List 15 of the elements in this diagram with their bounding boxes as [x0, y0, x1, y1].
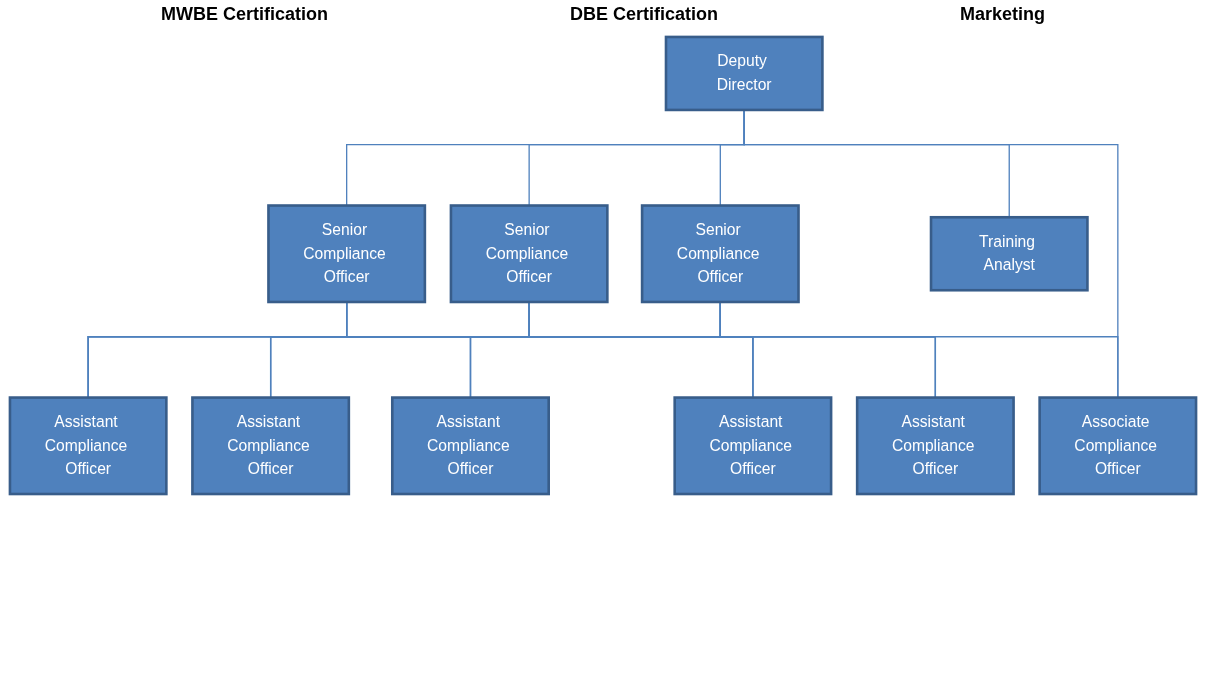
- node-box: Associate Compliance Officer: [1038, 396, 1198, 496]
- section-heading: Marketing: [959, 4, 1045, 26]
- node-box: Assistant Compliance Officer: [855, 396, 1015, 496]
- node-box: Senior Compliance Officer: [640, 204, 800, 304]
- node-box: Assistant Compliance Officer: [8, 396, 168, 496]
- node-box: Senior Compliance Officer: [267, 204, 427, 304]
- section-heading: DBE Certification: [569, 4, 718, 26]
- connector: [743, 109, 1010, 218]
- node-box: Assistant Compliance Officer: [390, 396, 550, 496]
- node-box: Senior Compliance Officer: [449, 204, 609, 304]
- section-heading: MWBE Certification: [161, 4, 328, 26]
- node-box: Deputy Director: [664, 35, 824, 112]
- node-box: Assistant Compliance Officer: [673, 396, 833, 496]
- node-box: Assistant Compliance Officer: [191, 396, 351, 496]
- node-box: Training Analyst: [929, 215, 1089, 292]
